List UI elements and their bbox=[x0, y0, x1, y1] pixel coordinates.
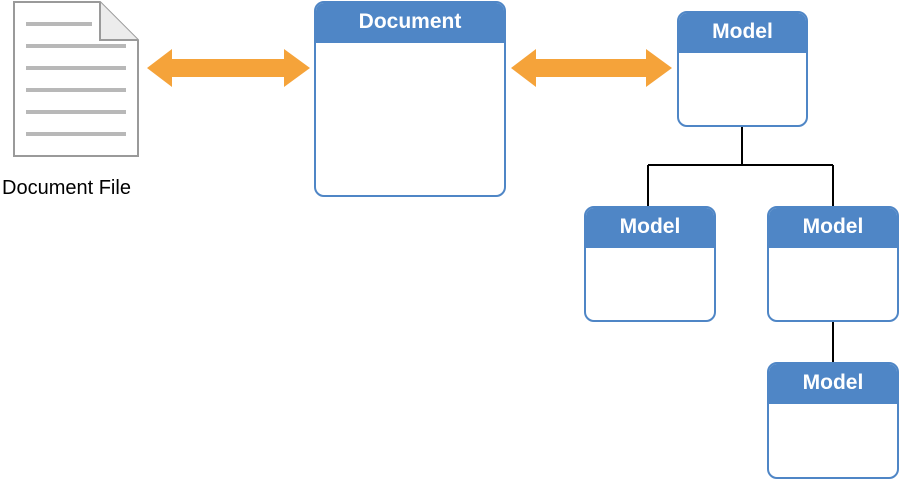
model-box-title: Model bbox=[769, 208, 897, 248]
document-box-title: Document bbox=[316, 3, 504, 43]
model-box-grandchild: Model bbox=[767, 362, 899, 479]
model-box-root: Model bbox=[677, 11, 808, 127]
document-file-icon bbox=[13, 1, 139, 157]
model-tree-connectors bbox=[647, 127, 834, 363]
model-box-title: Model bbox=[679, 13, 806, 53]
document-box: Document bbox=[314, 1, 506, 197]
document-model-double-arrow bbox=[511, 49, 672, 87]
model-box-left-child: Model bbox=[584, 206, 716, 322]
document-file-label: Document File bbox=[2, 177, 131, 199]
model-box-title: Model bbox=[769, 364, 897, 404]
model-box-title: Model bbox=[586, 208, 714, 248]
model-box-right-child: Model bbox=[767, 206, 899, 322]
file-document-double-arrow bbox=[147, 49, 310, 87]
